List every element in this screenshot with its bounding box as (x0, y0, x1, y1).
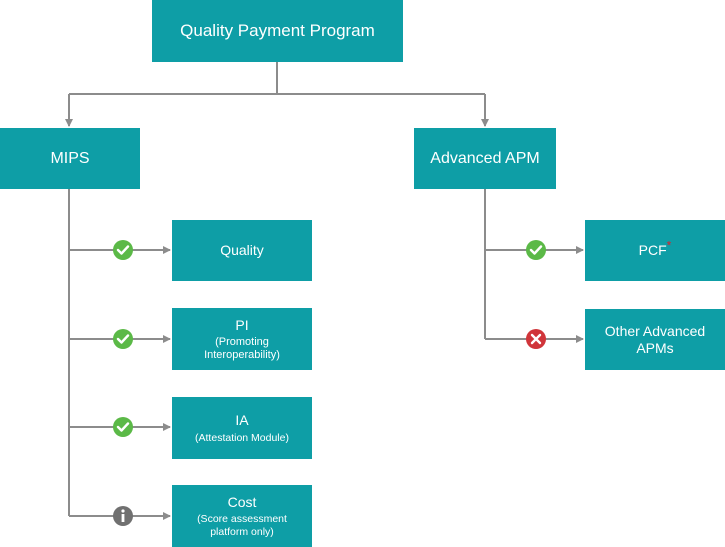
mips-item-ia: IA (Attestation Module) (172, 397, 312, 459)
check-icon (526, 240, 546, 260)
advanced-apm-node: Advanced APM (414, 128, 556, 189)
info-icon (113, 506, 133, 526)
apm-item-label: PCF (638, 242, 667, 258)
mips-item-pi: PI (Promoting Interoperability) (172, 308, 312, 370)
apm-item-other: Other Advanced APMs (585, 309, 725, 370)
mips-item-sublabel: (Score assessment platform only) (197, 512, 287, 538)
cross-icon (526, 329, 546, 349)
mips-item-label: Quality (220, 242, 264, 258)
mips-item-cost: Cost (Score assessment platform only) (172, 485, 312, 547)
mips-item-sublabel: (Promoting Interoperability) (204, 335, 280, 361)
check-icon (113, 329, 133, 349)
check-icon (113, 240, 133, 260)
apm-item-pcf: PCF* (585, 220, 725, 281)
root-label: Quality Payment Program (180, 21, 375, 40)
root-node: Quality Payment Program (152, 0, 403, 62)
apm-item-label: Other Advanced APMs (604, 322, 706, 356)
advanced-apm-label: Advanced APM (430, 150, 540, 167)
apm-item-label-wrap: PCF* (638, 239, 672, 259)
check-icon (113, 417, 133, 437)
mips-node: MIPS (0, 128, 140, 189)
mips-item-sublabel: (Attestation Module) (195, 431, 289, 444)
mips-item-quality: Quality (172, 220, 312, 281)
mips-item-label: PI (235, 316, 249, 333)
mips-item-label: Cost (227, 493, 257, 510)
mips-item-label: IA (235, 411, 249, 428)
asterisk-mark: * (666, 238, 672, 253)
mips-label: MIPS (50, 150, 90, 167)
